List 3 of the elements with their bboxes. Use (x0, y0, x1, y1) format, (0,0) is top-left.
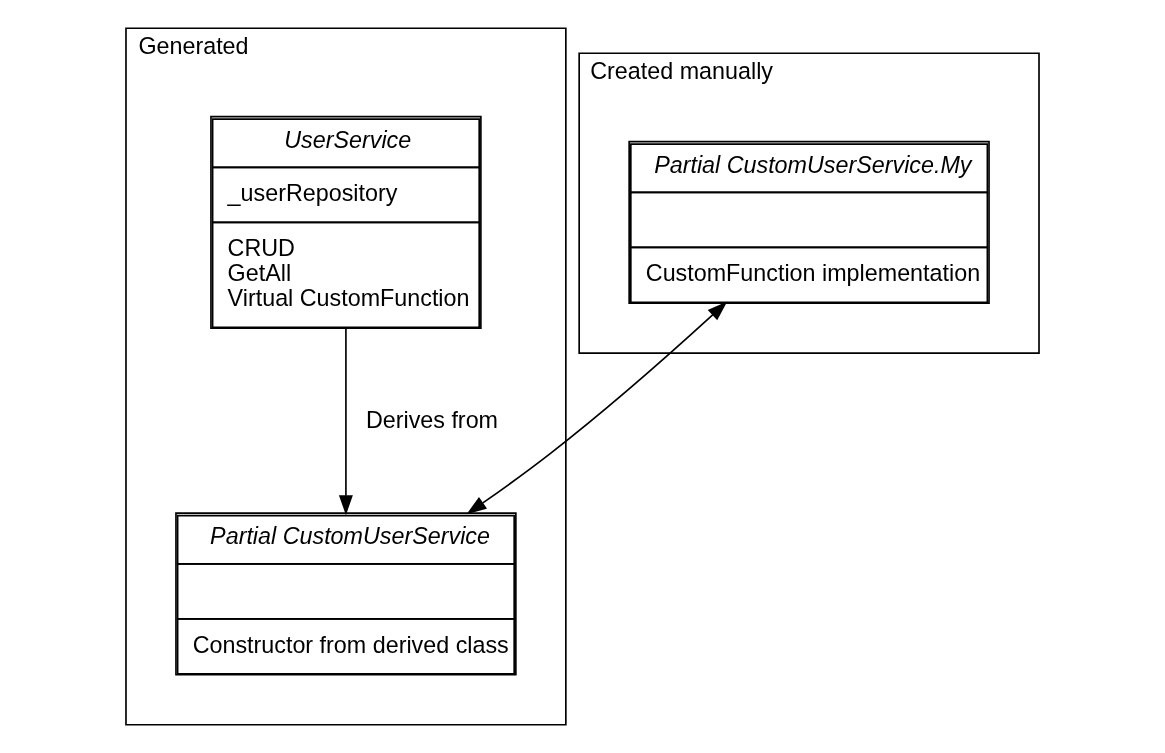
edge-label: Derives from (365, 406, 499, 433)
arrow (338, 327, 353, 516)
arrow (466, 301, 728, 515)
